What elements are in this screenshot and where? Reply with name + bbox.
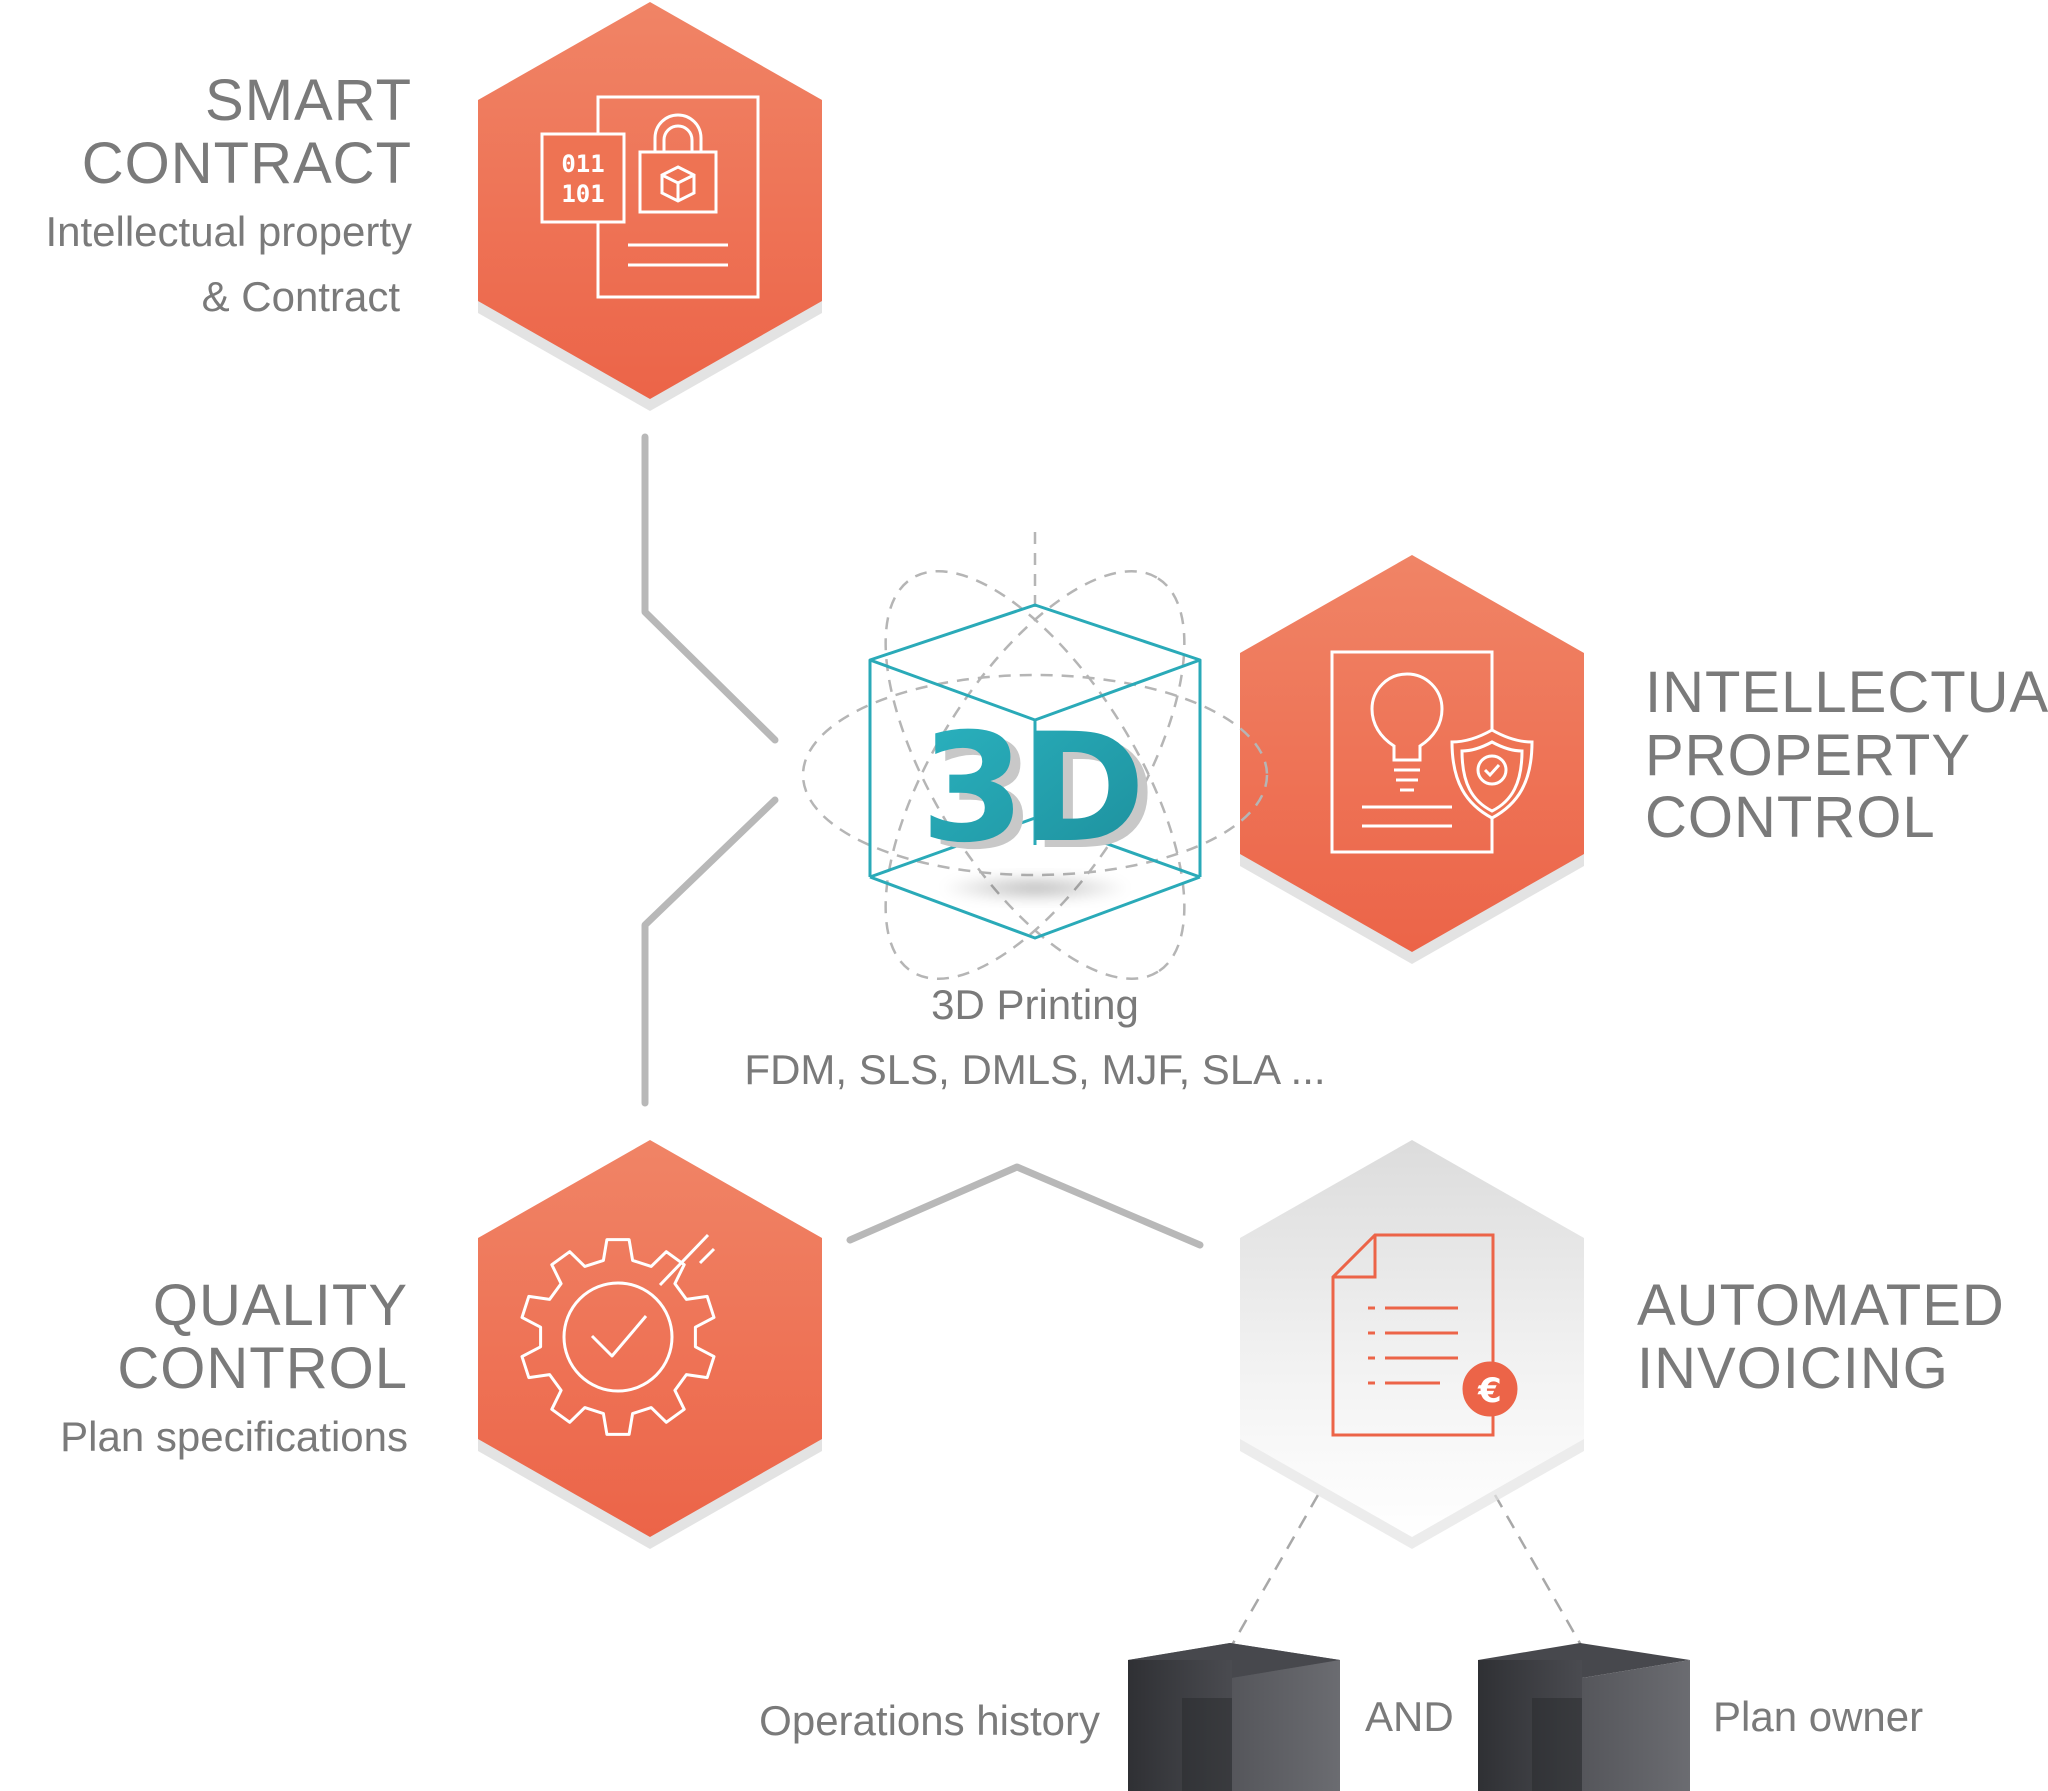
smart-contract-title-line-2: CONTRACT xyxy=(81,130,412,196)
connector-lines xyxy=(641,433,1204,1249)
and-connector-label: AND xyxy=(1365,1693,1454,1740)
dashed-connectors xyxy=(1226,1494,1587,1653)
operations-history-label: Operations history xyxy=(759,1697,1100,1744)
ip-control-title-line-1: INTELLECTUAL xyxy=(1645,660,2048,725)
printing-label-line-2: FDM, SLS, DMLS, MJF, SLA ... xyxy=(744,1046,1326,1094)
smart-contract-subtitle-line-2: & Contract xyxy=(201,273,400,321)
ip-control-title-line-2: PROPERTY xyxy=(1645,722,1972,788)
quality-control-title-line-2: CONTROL xyxy=(117,1335,408,1401)
gear-check-icon xyxy=(520,1233,716,1436)
smart-contract-hexagon: 011 101 xyxy=(478,2,822,411)
connector-invoicing-to-plan-owner xyxy=(1493,1494,1587,1653)
locked-contract-icon: 011 101 xyxy=(540,95,760,299)
svg-text:3D: 3D xyxy=(931,709,1152,883)
printing-label: 3D Printing FDM, SLS, DMLS, MJF, SLA ... xyxy=(685,972,1385,1102)
connector-smart-contract-to-printing xyxy=(641,433,779,744)
connector-quality-to-invoicing xyxy=(846,1163,1204,1249)
automated-invoicing-hexagon: € xyxy=(1240,1140,1584,1549)
plan-owner-label: Plan owner xyxy=(1713,1693,1924,1740)
cube-wireframe xyxy=(868,603,1202,940)
plan-owner-block xyxy=(1478,1643,1690,1791)
cube-3d-text: 3D 3D xyxy=(921,702,1156,883)
quality-control-label: QUALITY CONTROL Plan specifications xyxy=(60,1273,408,1469)
svg-text:€: € xyxy=(1477,1371,1502,1411)
quality-control-subtitle: Plan specifications xyxy=(60,1413,408,1461)
smart-contract-title-line-1: SMART xyxy=(205,68,412,133)
orbit-rings xyxy=(801,532,1269,981)
smart-contract-subtitle-line-1: Intellectual property xyxy=(45,208,412,256)
ip-control-label: INTELLECTUAL PROPERTY CONTROL xyxy=(1645,660,2048,851)
ip-control-hexagon xyxy=(1240,555,1584,964)
lightbulb-shield-icon xyxy=(1330,650,1534,854)
svg-text:3D: 3D xyxy=(921,702,1142,876)
operations-history-block xyxy=(1128,1643,1340,1791)
ip-control-title-line-3: CONTROL xyxy=(1645,785,1936,851)
invoice-euro-icon: € xyxy=(1331,1233,1518,1437)
quality-control-title-line-1: QUALITY xyxy=(152,1273,408,1338)
svg-text:011: 011 xyxy=(561,150,604,178)
quality-control-hexagon xyxy=(478,1140,822,1549)
3d-printing-cube: 3D 3D xyxy=(801,532,1269,981)
printing-label-line-1: 3D Printing xyxy=(931,981,1139,1028)
connector-invoicing-to-operations-history xyxy=(1226,1494,1320,1653)
svg-text:101: 101 xyxy=(561,180,604,208)
automated-invoicing-label: AUTOMATED INVOICING xyxy=(1637,1273,2005,1401)
connector-printing-to-quality-control xyxy=(641,796,779,1107)
smart-contract-label: SMART CONTRACT Intellectual property & C… xyxy=(45,68,412,329)
automated-invoicing-title-line-2: INVOICING xyxy=(1637,1335,1949,1401)
automated-invoicing-title-line-1: AUTOMATED xyxy=(1637,1273,2005,1338)
